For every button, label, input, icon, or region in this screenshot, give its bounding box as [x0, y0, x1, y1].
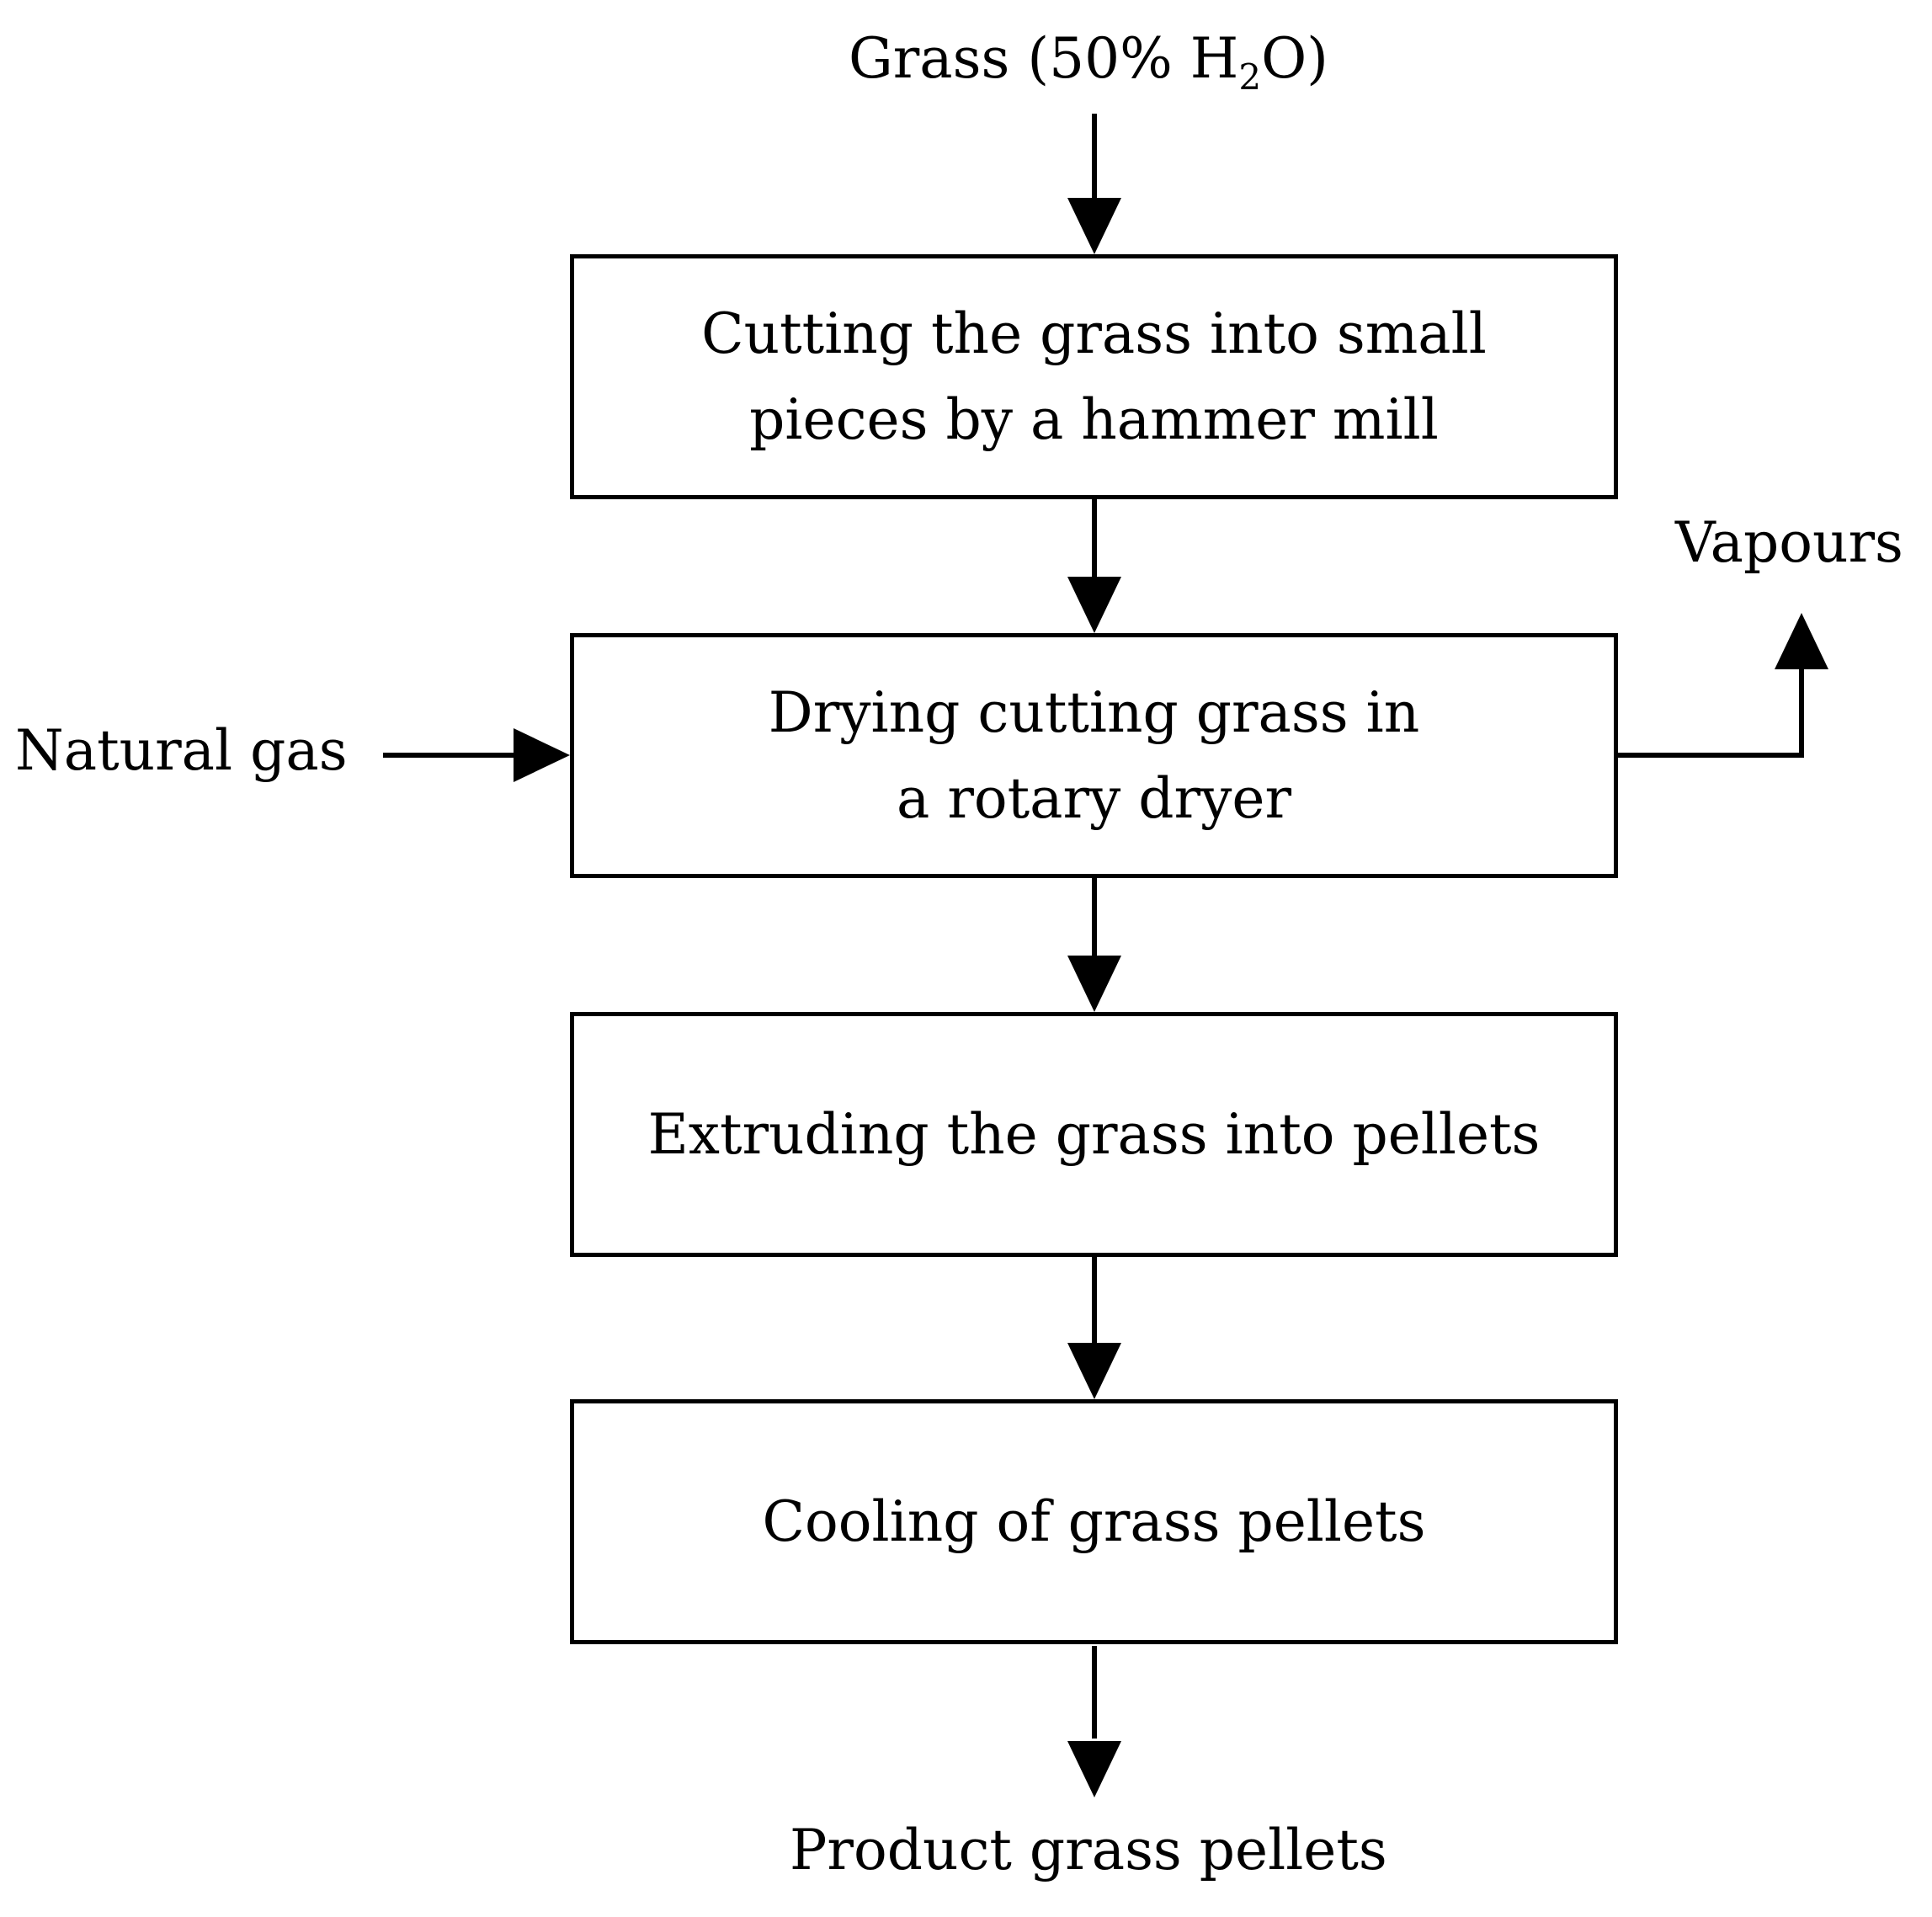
arrowhead-natural-gas — [514, 728, 570, 782]
step-extruding-text: Extruding the grass into pellets — [615, 1092, 1574, 1178]
natural-gas-label: Natural gas — [15, 718, 348, 783]
step-drying-line-1: Drying cutting grass in — [768, 679, 1420, 745]
step-drying-text: Drying cutting grass in a rotary dryer — [735, 670, 1453, 842]
step-drying-box: Drying cutting grass in a rotary dryer — [570, 633, 1618, 878]
step-extruding-box: Extruding the grass into pellets — [570, 1012, 1618, 1257]
arrowhead-extruding-cooling — [1067, 1343, 1121, 1399]
step-cutting-line-1: Cutting the grass into small — [701, 301, 1487, 366]
arrowhead-cutting-drying — [1067, 577, 1121, 633]
product-label: Product grass pellets — [790, 1818, 1387, 1882]
input-grass-text: Grass (50% H — [849, 26, 1239, 91]
arrow-drying-to-vapours — [1618, 665, 1804, 758]
vapours-label: Vapours — [1675, 510, 1903, 575]
arrowhead-product — [1067, 1741, 1121, 1797]
input-grass-label: Grass (50% H2O) — [849, 25, 1328, 95]
arrowhead-vapours — [1775, 613, 1828, 669]
input-grass-suffix: O) — [1261, 26, 1328, 91]
step-cooling-line-1: Cooling of grass pellets — [762, 1488, 1426, 1554]
step-cutting-box: Cutting the grass into small pieces by a… — [570, 254, 1618, 499]
step-cutting-line-2: pieces by a hammer mill — [749, 386, 1439, 452]
step-extruding-line-1: Extruding the grass into pellets — [647, 1101, 1541, 1167]
step-cutting-text: Cutting the grass into small pieces by a… — [668, 291, 1520, 463]
step-cooling-text: Cooling of grass pellets — [729, 1479, 1460, 1565]
arrowhead-input — [1067, 198, 1121, 254]
input-grass-subscript: 2 — [1238, 56, 1262, 98]
arrowhead-drying-extruding — [1067, 956, 1121, 1012]
step-drying-line-2: a rotary dryer — [897, 765, 1291, 831]
step-cooling-box: Cooling of grass pellets — [570, 1399, 1618, 1644]
